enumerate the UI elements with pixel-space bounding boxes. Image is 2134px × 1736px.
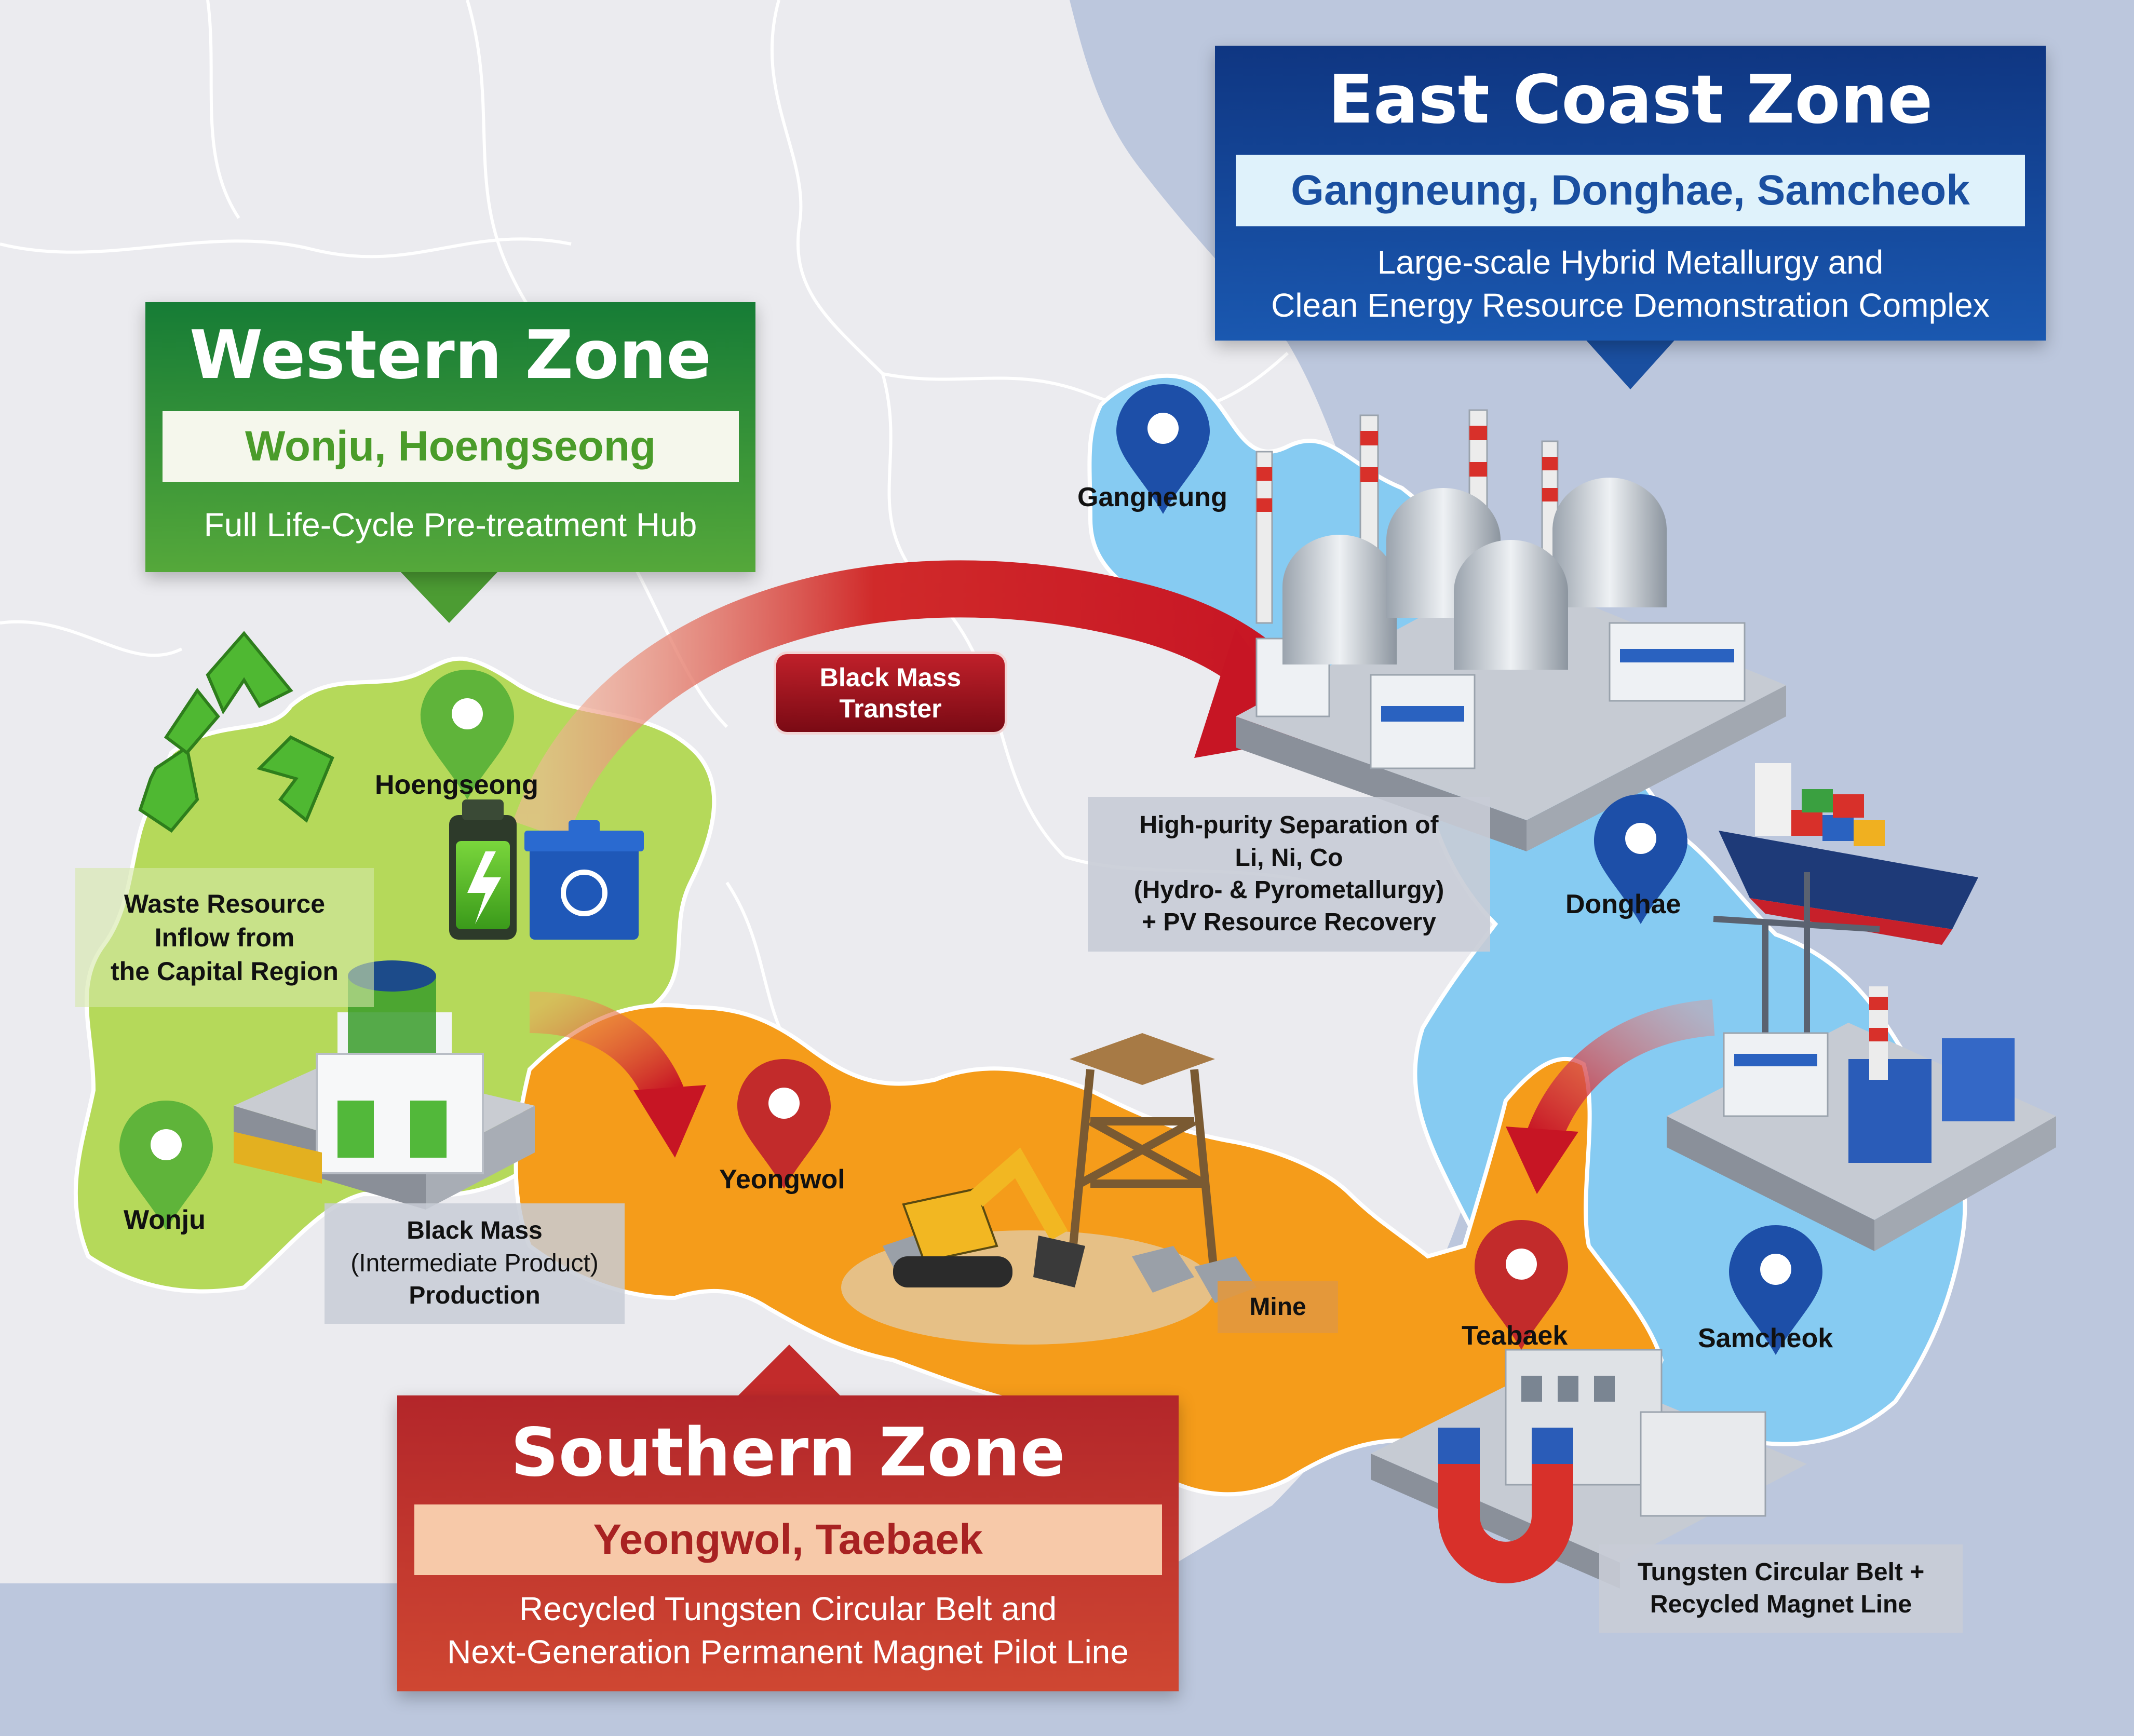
place-label-gangneung: Gangneung <box>1077 482 1227 512</box>
map-pin-icon <box>737 1059 831 1189</box>
recycle-icon <box>138 631 334 833</box>
waste-inflow-note: Waste Resource Inflow from the Capital R… <box>75 868 374 1007</box>
map-pin-icon <box>1729 1225 1822 1355</box>
place-label-donghae: Donghae <box>1565 889 1681 919</box>
western-zone-description: Full Life-Cycle Pre-treatment Hub <box>204 506 697 544</box>
cargo-ship-icon <box>1719 763 1978 945</box>
west-to-south-arrow <box>529 992 706 1158</box>
southern-zone-description: Recycled Tungsten Circular Belt and Next… <box>447 1590 1129 1671</box>
map-pin-icon <box>1116 384 1210 514</box>
map-pin-icon <box>1594 794 1687 924</box>
excavator-icon <box>893 1147 1085 1287</box>
western-zone-cities: Wonju, Hoengseong <box>162 411 739 482</box>
place-label-samcheok: Samcheok <box>1698 1323 1833 1353</box>
port-facility-icon <box>1667 986 2056 1251</box>
east-coast-zone-cities: Gangneung, Donghae, Samcheok <box>1236 155 2025 226</box>
pretreatment-factory-icon <box>234 960 535 1210</box>
metallurgy-complex-icon <box>1236 409 1786 851</box>
east-coast-zone-title: East Coast Zone <box>1328 61 1933 139</box>
east-coast-zone-box: East Coast Zone Gangneung, Donghae, Samc… <box>1215 46 2046 341</box>
magnet-icon <box>1438 1428 1573 1583</box>
southern-zone-cities: Yeongwol, Taebaek <box>414 1504 1162 1575</box>
east-coast-zone-description: Large-scale Hybrid Metallurgy and Clean … <box>1271 243 1990 324</box>
recycle-bin-icon <box>524 820 644 940</box>
black-mass-production-note: Black Mass (Intermediate Product) Produc… <box>325 1203 625 1324</box>
map-pin-icon <box>1475 1220 1568 1350</box>
place-label-wonju: Wonju <box>124 1205 206 1235</box>
western-zone-title: Western Zone <box>189 317 712 394</box>
tungsten-magnet-note: Tungsten Circular Belt + Recycled Magnet… <box>1599 1544 1963 1633</box>
map-pin-icon <box>421 670 514 799</box>
mine-label: Mine <box>1218 1281 1338 1333</box>
black-mass-transfer-label: Black Mass Transter <box>774 652 1007 735</box>
map-pin-icon <box>119 1101 213 1230</box>
separation-process-note: High-purity Separation of Li, Ni, Co (Hy… <box>1088 797 1490 952</box>
western-zone-box: Western Zone Wonju, Hoengseong Full Life… <box>145 302 755 572</box>
east-to-taebaek-arrow <box>1506 999 1715 1194</box>
place-label-taebaek: Teabaek <box>1462 1321 1568 1351</box>
southern-zone-title: Southern Zone <box>510 1414 1065 1491</box>
southern-zone-box: Southern Zone Yeongwol, Taebaek Recycled… <box>397 1395 1179 1691</box>
battery-icon <box>449 799 517 940</box>
place-label-hoengseong: Hoengseong <box>375 770 538 800</box>
place-label-yeongwol: Yeongwol <box>719 1164 845 1195</box>
crane-icon <box>1713 872 1880 1043</box>
